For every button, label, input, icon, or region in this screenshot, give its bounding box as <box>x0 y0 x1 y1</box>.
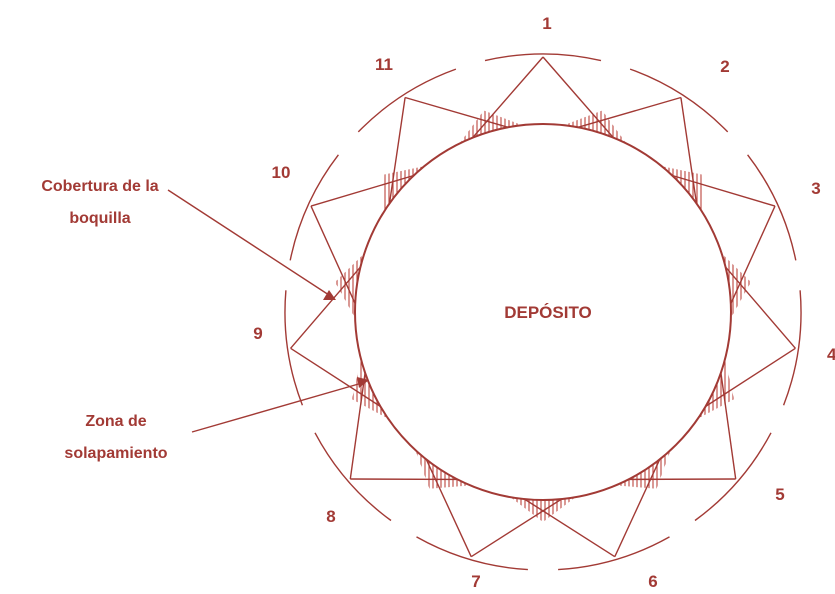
nozzle-6-coverage-line-left <box>614 459 661 557</box>
callout-overlap-line-1: Zona de <box>85 413 146 430</box>
callout-coverage-line-1: Cobertura de la <box>41 178 158 195</box>
nozzle-2-coverage-line-left <box>577 96 682 128</box>
nozzle-4-coverage-line-right <box>705 347 796 408</box>
nozzle-2-spray-arc <box>629 68 729 133</box>
nozzle-label-1: 1 <box>542 14 551 33</box>
overlap-zone-7 <box>415 450 471 489</box>
nozzle-11-coverage-line-right <box>404 96 509 128</box>
callout-coverage: Cobertura de la boquilla <box>41 178 336 300</box>
spray-arcs <box>284 53 802 571</box>
callout-overlap-leader <box>191 382 363 433</box>
nozzle-label-11: 11 <box>375 55 393 74</box>
nozzle-8-spray-arc <box>314 432 392 522</box>
callout-coverage-line-2: boquilla <box>69 210 130 227</box>
nozzle-9-coverage-line-left <box>290 347 381 408</box>
nozzle-5-spray-arc <box>694 432 772 522</box>
nozzle-10-spray-arc <box>289 154 339 261</box>
callout-coverage-leader <box>167 189 333 298</box>
nozzle-1-coverage-line-right <box>542 56 614 139</box>
nozzle-3-coverage-line-left <box>672 174 776 207</box>
nozzle-10-coverage-line-left <box>310 205 356 304</box>
callout-overlap-arrowhead <box>357 377 369 388</box>
nozzle-labels: 1 2 3 4 5 6 7 8 9 10 11 <box>253 14 835 591</box>
nozzle-1-spray-arc <box>484 53 602 62</box>
nozzle-7-spray-arc <box>416 536 528 571</box>
nozzle-label-8: 8 <box>326 507 335 526</box>
nozzle-7-coverage-line-right <box>425 459 472 557</box>
nozzle-5-coverage-line-left <box>720 372 737 480</box>
overlap-zone-9 <box>335 253 365 318</box>
nozzle-label-9: 9 <box>253 324 262 343</box>
overlap-zone-2 <box>661 166 705 216</box>
overlap-zone-5 <box>615 450 671 489</box>
nozzle-11-spray-arc <box>357 68 457 133</box>
nozzle-label-6: 6 <box>648 572 657 591</box>
callout-coverage-arrowhead <box>323 290 336 300</box>
nozzle-3-spray-arc <box>747 154 797 261</box>
callout-overlap-line-2: solapamiento <box>64 445 167 462</box>
overlap-zone-6 <box>510 497 576 522</box>
nozzle-6-spray-arc <box>558 536 670 571</box>
tank-circle <box>354 123 732 501</box>
nozzle-label-7: 7 <box>471 572 480 591</box>
nozzle-8-coverage-line-right <box>349 372 366 480</box>
nozzle-1-coverage-line-left <box>472 56 544 139</box>
tank-label: DEPÓSITO <box>504 303 592 322</box>
nozzle-11-coverage-line-left <box>388 97 406 204</box>
nozzle-label-3: 3 <box>811 179 820 198</box>
nozzle-label-2: 2 <box>720 57 729 76</box>
nozzle-6-coverage-line-right <box>524 498 616 558</box>
nozzle-label-4: 4 <box>827 345 835 364</box>
nozzle-label-5: 5 <box>775 485 784 504</box>
nozzle-2-coverage-line-right <box>680 97 698 204</box>
nozzle-9-coverage-line-right <box>290 266 361 349</box>
nozzle-7-coverage-line-left <box>470 498 562 558</box>
overlap-zone-10 <box>381 166 425 216</box>
nozzle-4-spray-arc <box>782 290 802 406</box>
nozzle-coverage-lines <box>290 56 796 558</box>
nozzle-3-coverage-line-right <box>730 205 776 304</box>
nozzle-9-spray-arc <box>284 290 304 406</box>
overlap-zone-3 <box>721 253 751 318</box>
nozzle-10-coverage-line-right <box>310 174 414 207</box>
callout-overlap: Zona de solapamiento <box>64 377 369 462</box>
nozzle-label-10: 10 <box>272 163 291 182</box>
nozzle-4-coverage-line-left <box>725 266 796 349</box>
